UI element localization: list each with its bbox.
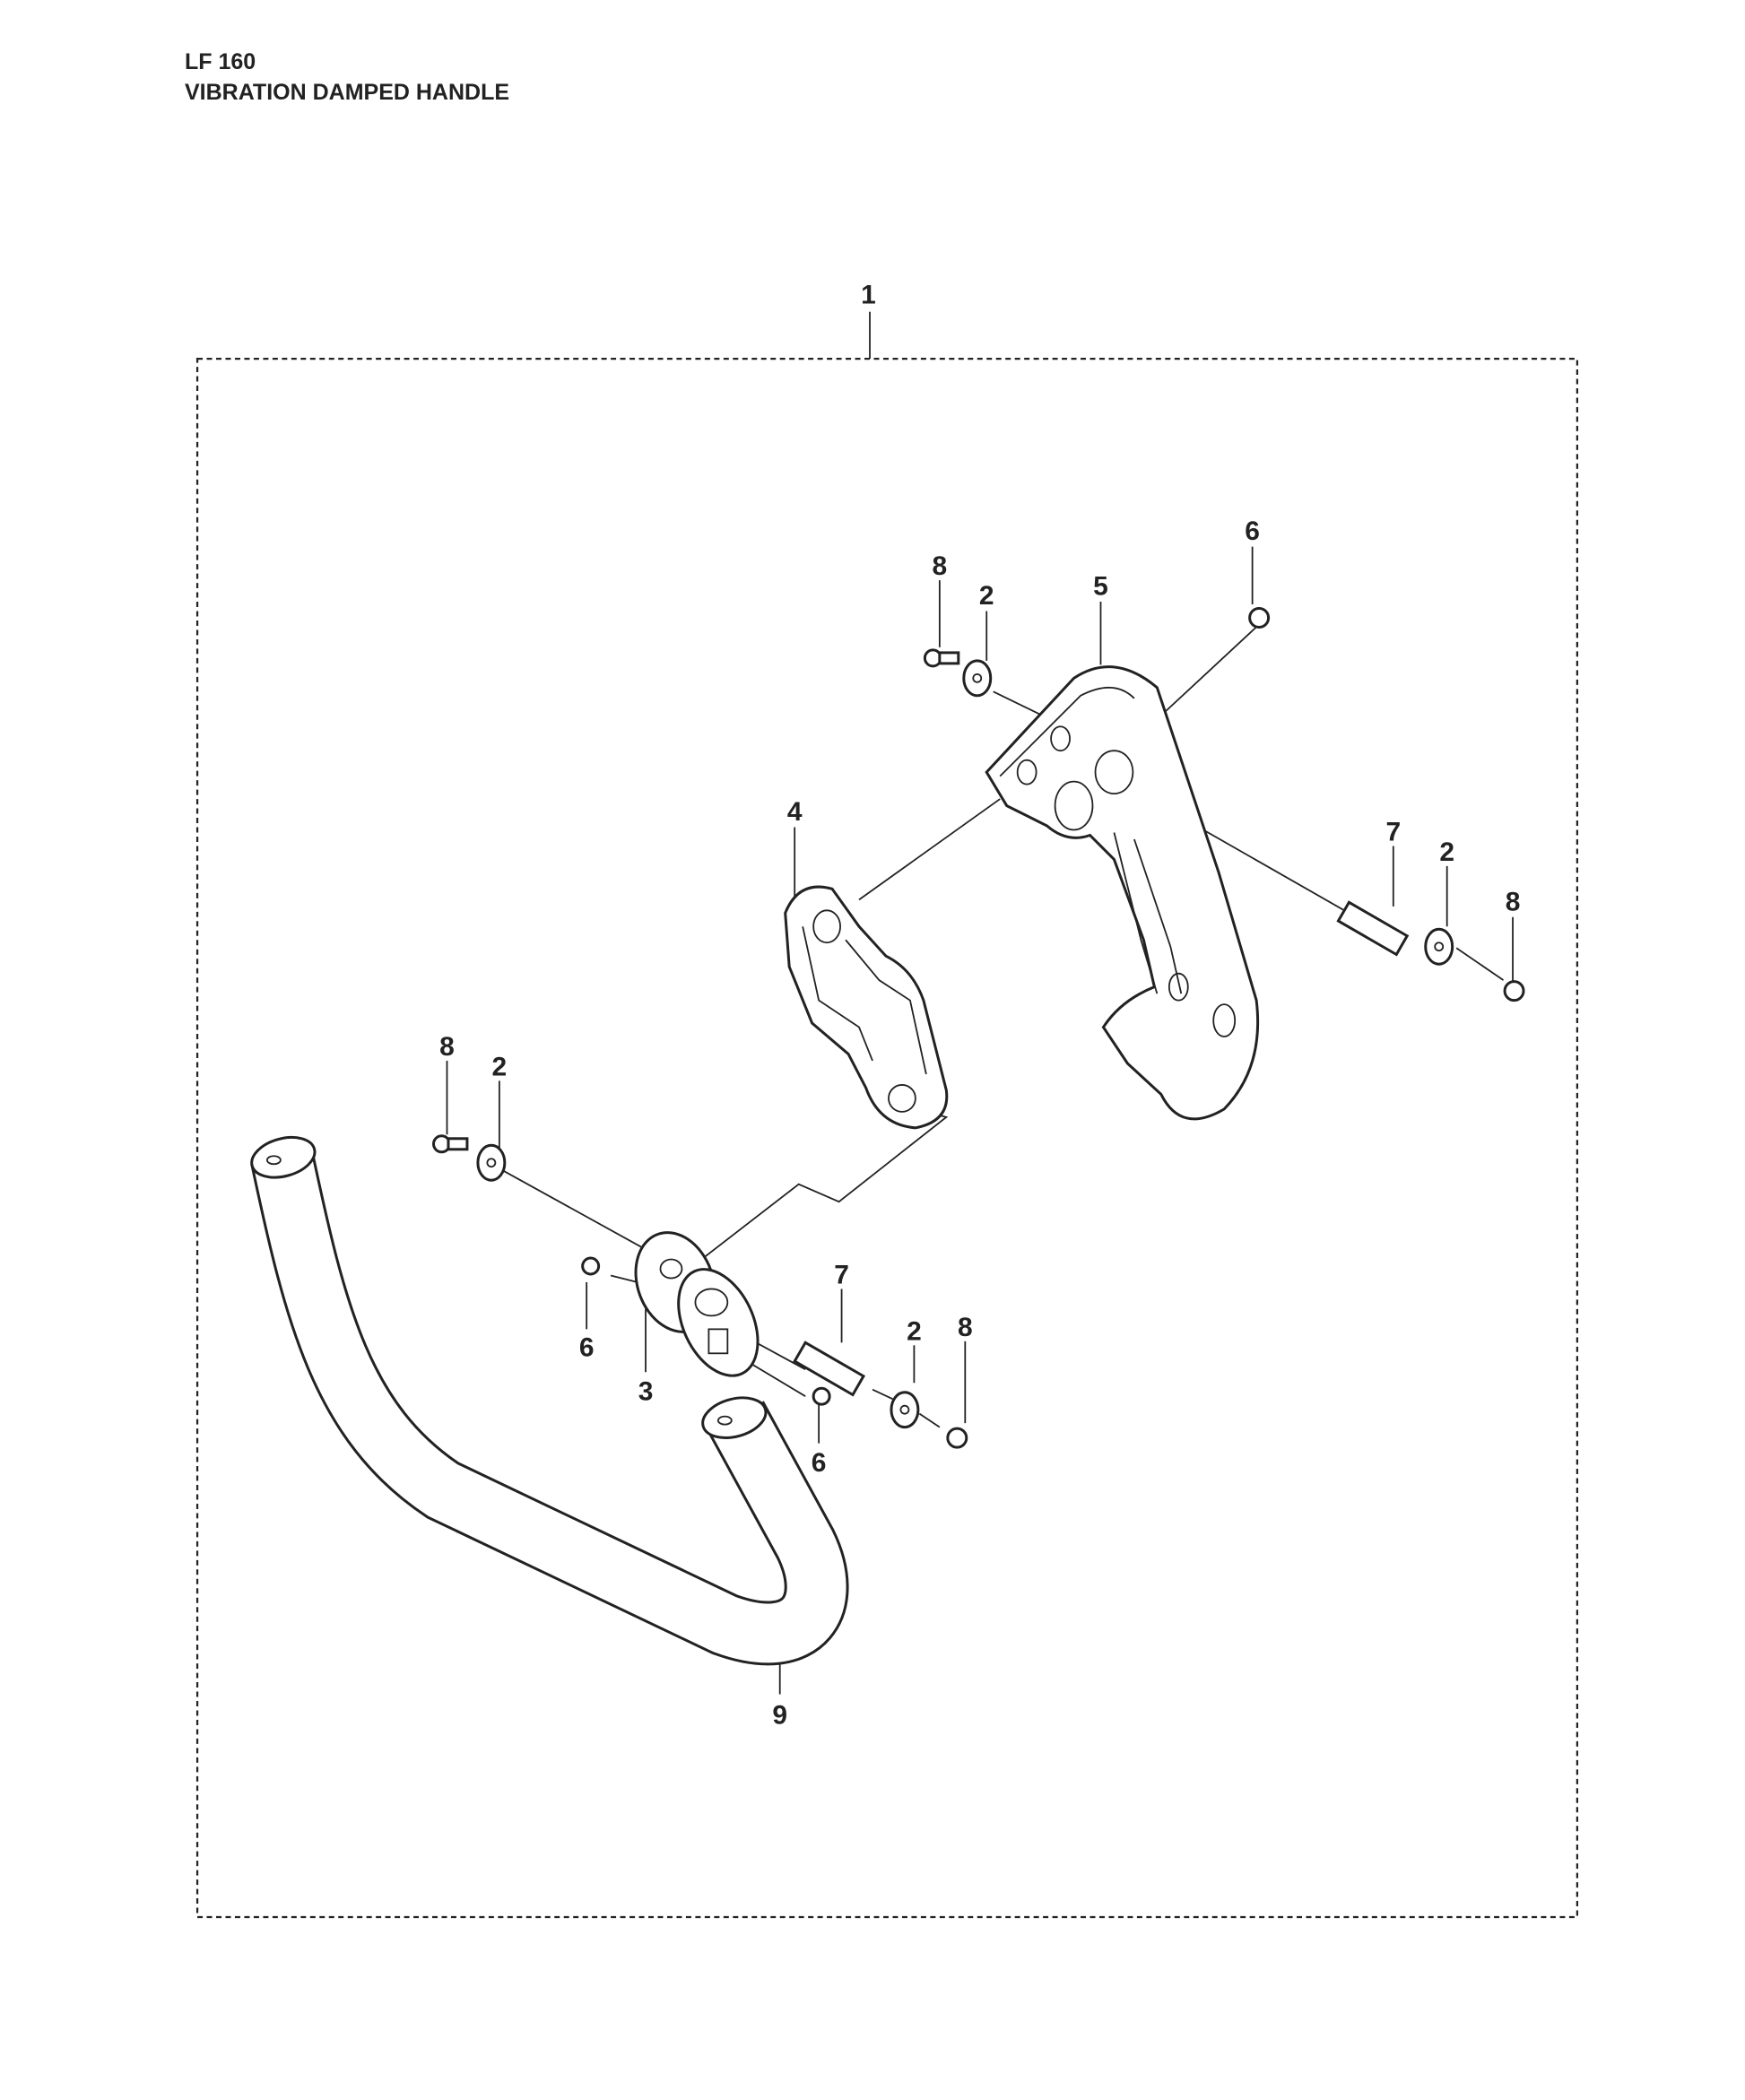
callout-8: 8 [933,551,948,581]
bracket-part [784,885,949,1130]
page-title: VIBRATION DAMPED HANDLE [185,80,510,105]
callout-7: 7 [834,1260,849,1289]
upper-handle-part [985,665,1260,1121]
callout-9: 9 [772,1700,787,1730]
callout-5: 5 [1093,572,1108,602]
leader-lines [446,546,1514,1695]
callout-7: 7 [1385,817,1401,846]
page-header: LF 160 VIBRATION DAMPED HANDLE [185,47,509,108]
model-name: LF 160 [185,49,256,74]
callout-6: 6 [812,1448,827,1478]
callout-8: 8 [958,1313,973,1342]
tube-handle-part [250,1135,849,1666]
callout-4: 4 [787,797,803,827]
callout-1: 1 [861,281,876,310]
damper-part [634,1231,760,1377]
hardware-parts [432,607,1525,1449]
callout-6: 6 [1245,516,1260,546]
callout-2: 2 [1439,837,1454,867]
assembly-boundary [195,357,1579,1919]
callout-2: 2 [907,1316,922,1346]
callout-3: 3 [638,1377,654,1407]
callout-8: 8 [1506,887,1521,916]
callout-8: 8 [439,1032,455,1062]
callout-6: 6 [579,1332,595,1362]
callout-2: 2 [979,581,994,611]
callout-2: 2 [492,1052,508,1081]
